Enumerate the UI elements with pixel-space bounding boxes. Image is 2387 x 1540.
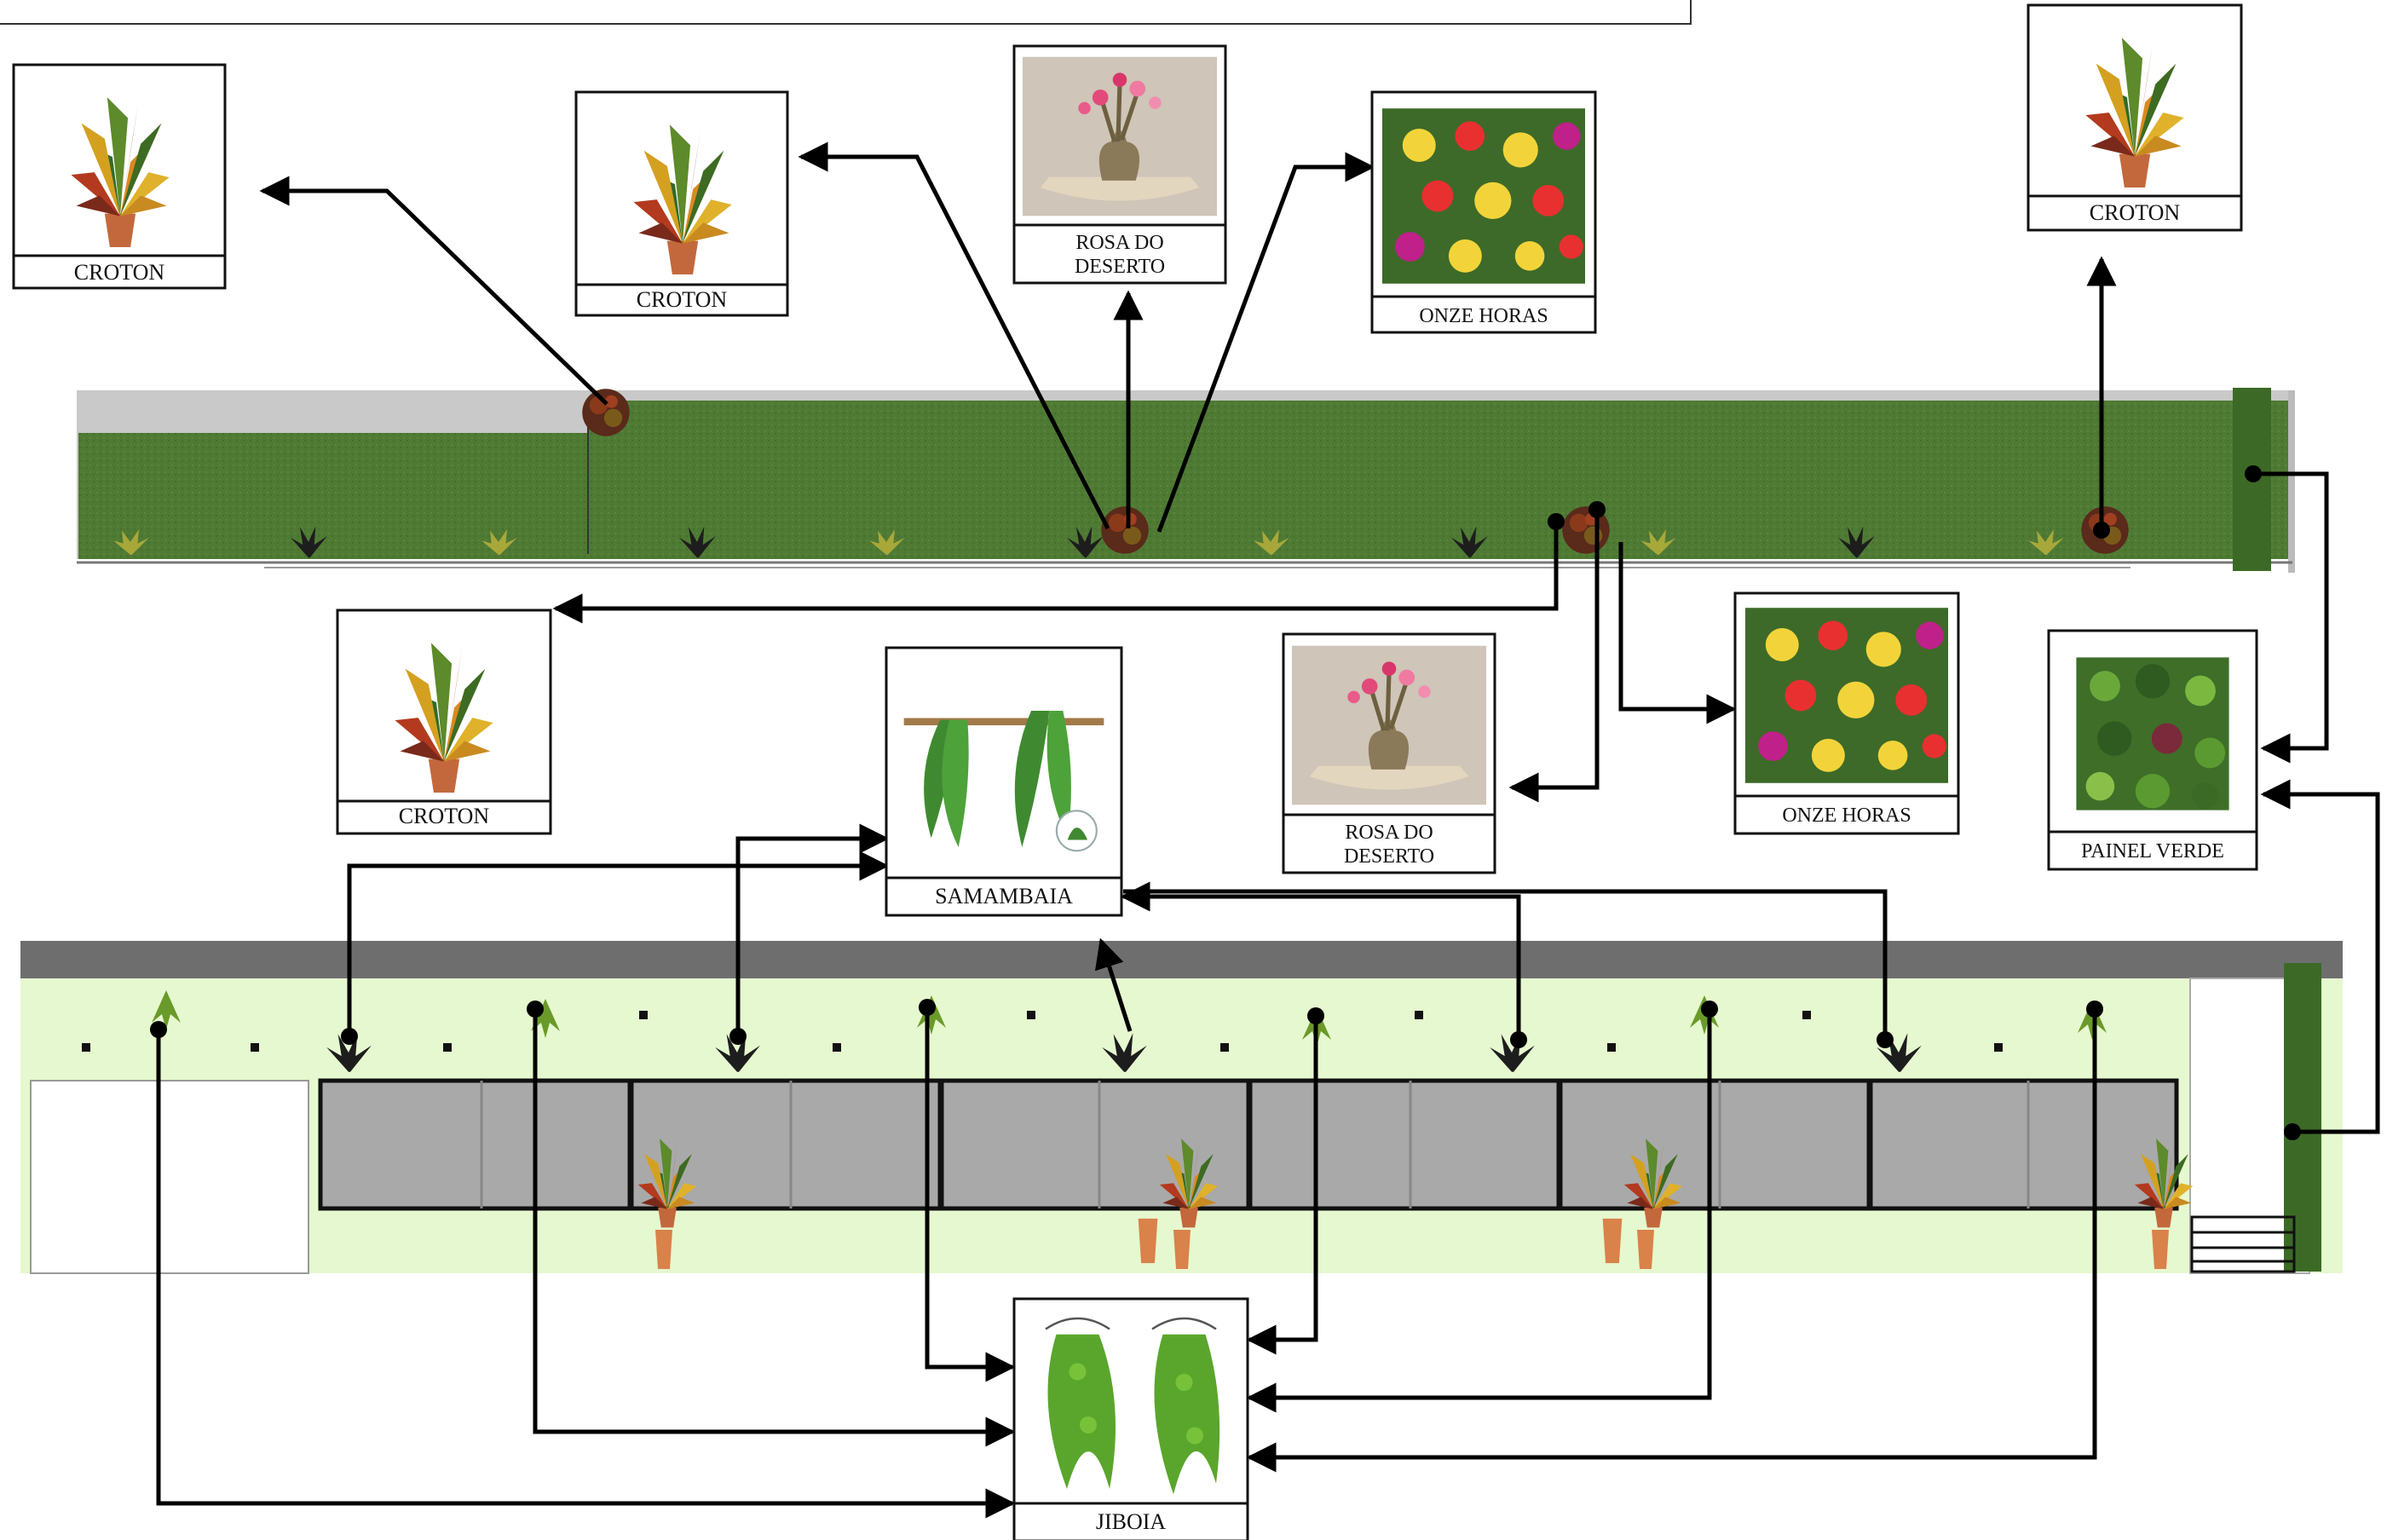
card-jiboia: JIBOIA <box>1012 1297 1249 1540</box>
card-label-line2: DESERTO <box>1075 256 1165 278</box>
card-rosa-do-deserto-2: ROSA DO DESERTO <box>1282 632 1496 874</box>
card-croton-1: CROTON <box>12 63 227 290</box>
card-label: CROTON <box>2090 200 2181 225</box>
card-label-line2: DESERTO <box>1344 845 1434 868</box>
painel-verde-image <box>2076 657 2229 810</box>
card-label: ONZE HORAS <box>1419 305 1548 327</box>
card-label: JIBOIA <box>1096 1509 1167 1534</box>
card-label-line1: ROSA DO <box>1075 232 1163 254</box>
card-label: SAMAMBAIA <box>935 884 1073 908</box>
card-label: CROTON <box>74 260 165 285</box>
card-label: CROTON <box>399 804 490 828</box>
rosa-image <box>1292 646 1486 805</box>
card-rosa-do-deserto-1: ROSA DO DESERTO <box>1012 44 1227 285</box>
card-painel-verde: PAINEL VERDE <box>2047 629 2258 871</box>
card-croton-2: CROTON <box>574 90 789 317</box>
card-label: ONZE HORAS <box>1782 805 1911 827</box>
card-samambaia: SAMAMBAIA <box>885 646 1123 917</box>
card-onze-horas-2: ONZE HORAS <box>1733 591 1960 835</box>
card-croton-4: CROTON <box>336 609 552 835</box>
connector-arrows <box>156 141 2380 1519</box>
card-label: CROTON <box>637 287 728 312</box>
card-label-line1: ROSA DO <box>1345 822 1433 844</box>
rosa-image <box>1023 57 1217 216</box>
card-croton-3: CROTON <box>2027 3 2243 232</box>
card-label: PAINEL VERDE <box>2081 840 2224 862</box>
connector-dots <box>150 465 2301 1140</box>
lawn-plan <box>77 388 2295 573</box>
facade-elevation <box>20 941 2343 1274</box>
card-onze-horas-1: ONZE HORAS <box>1370 90 1597 334</box>
onze-horas-image <box>1382 108 1585 284</box>
onze-horas-image <box>1745 608 1948 783</box>
